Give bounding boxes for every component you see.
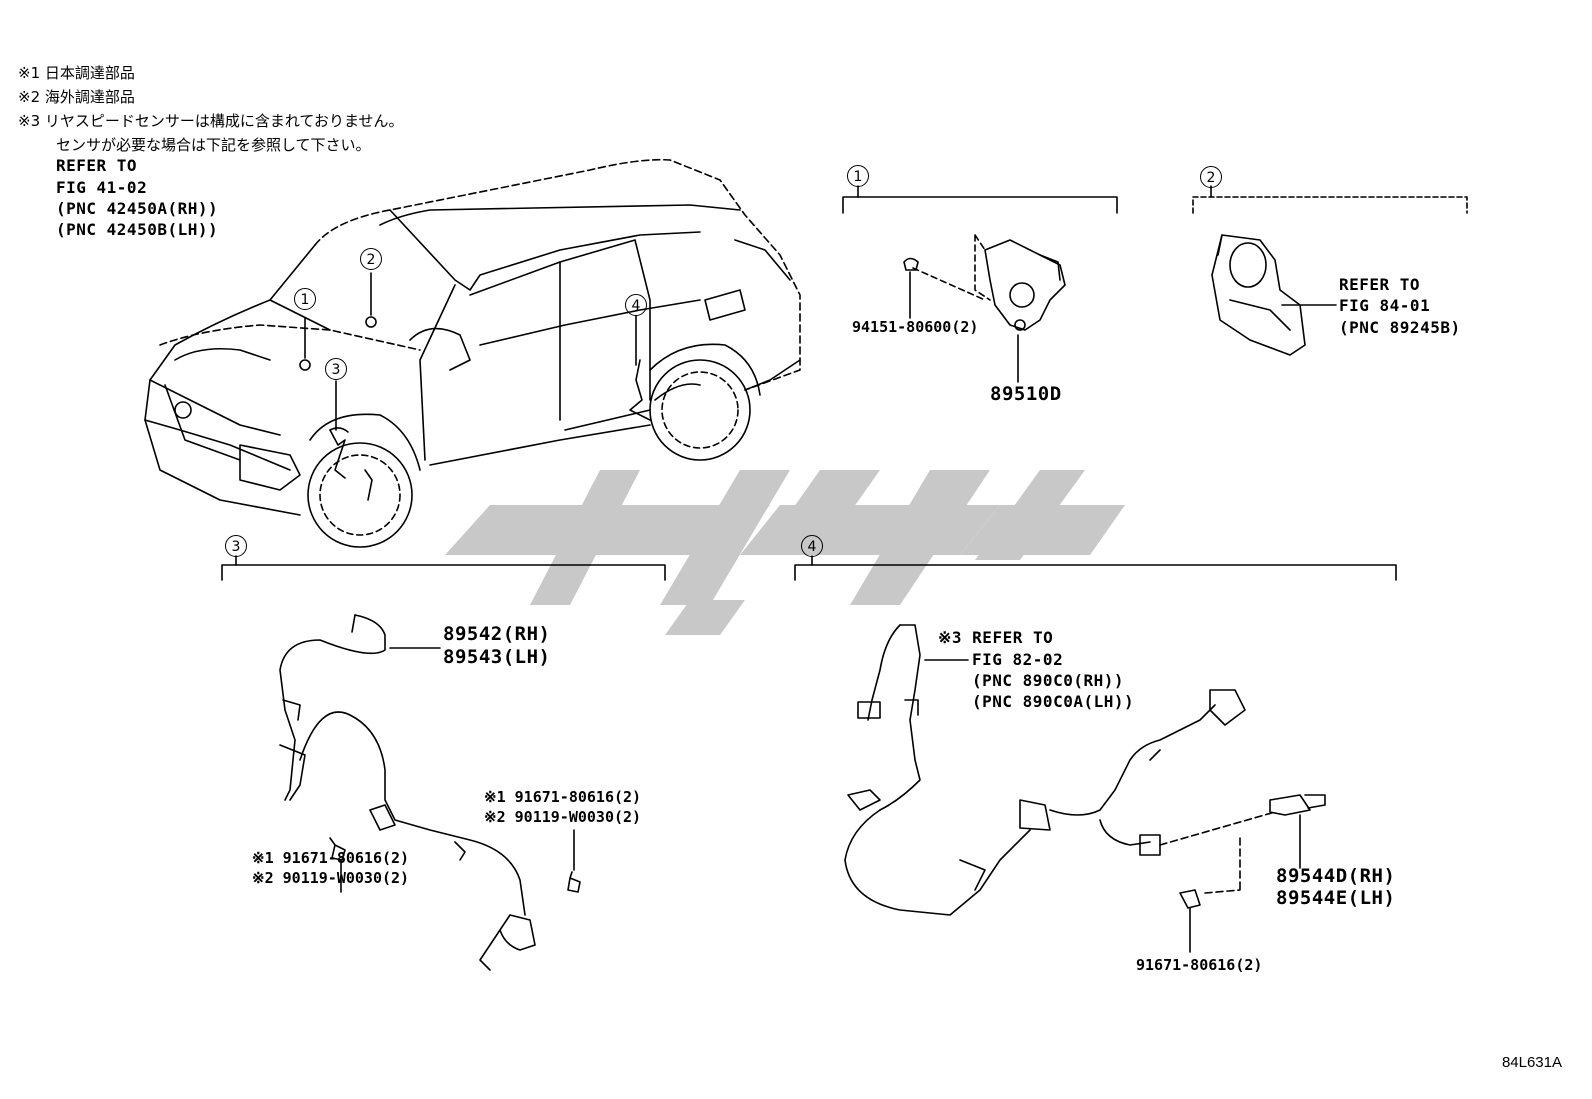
bolt-a-line1: ※1 91671-80616(2) [252,849,410,867]
note-3: ※3 リヤスピードセンサーは構成に含まれておりません。 [18,112,404,130]
callout-1-on-car: 1 [294,288,316,310]
bolt-b-line1: ※1 91671-80616(2) [484,788,642,806]
bolt-b-line2: ※2 90119-W0030(2) [484,808,642,826]
callout-2-on-car: 2 [360,248,382,270]
sensor-mark-1 [299,359,311,371]
bolt-94151-label: 94151-80600(2) [852,318,979,336]
note-fig: FIG 41-02 [56,178,148,197]
group1-bracket [842,196,1118,214]
bolt-94151 [903,257,919,271]
group4-pnc-lh: (PNC 890C0A(LH)) [972,692,1135,711]
part-89542-label: 89542(RH) [443,623,551,645]
callout-4-group: 4 [801,535,823,557]
vehicle-outline [144,158,801,548]
bolt-group3-a [329,837,346,861]
bolt-91671 [1179,889,1201,909]
group2-refer-to: REFER TO [1339,275,1421,294]
group4-fig: FIG 82-02 [972,650,1064,669]
note-pnc-lh: (PNC 42450B(LH)) [56,220,219,239]
part-89510d-label: 89510D [990,383,1062,405]
bolt-a-line2: ※2 90119-W0030(2) [252,869,410,887]
callout-2-group: 2 [1200,166,1222,188]
figure-code: 84L631A [1501,1054,1562,1071]
front-speed-sensor [279,614,536,971]
group2-fig: FIG 84-01 [1339,296,1431,315]
note-1: ※1 日本調達部品 [18,64,135,82]
group4-bracket [794,564,1397,581]
group4-pnc-rh: (PNC 890C0(RH)) [972,671,1124,690]
bolt-group3-b [567,871,581,893]
group2-bracket [1192,196,1468,214]
callout-4-on-car: 4 [625,294,647,316]
callout-3-on-car: 3 [325,358,347,380]
note-refer-to: REFER TO [56,156,138,175]
note-3-continued: センサが必要な場合は下記を参照して下さい。 [56,136,371,154]
yaw-rate-sensor [974,234,1066,331]
part-89544d-label: 89544D(RH) [1276,865,1396,887]
bolt-91671-label: 91671-80616(2) [1136,956,1263,974]
watermark-logo [445,470,1125,635]
note-2: ※2 海外調達部品 [18,88,135,106]
part-89543-label: 89543(LH) [443,646,551,668]
part-89544e-label: 89544E(LH) [1276,887,1396,909]
rear-speed-sensor-harness [844,624,1246,916]
group4-refer-to: ※3 REFER TO [938,628,1054,647]
airbag-sensor-assembly [1211,234,1306,356]
note-pnc-rh: (PNC 42450A(RH)) [56,199,219,218]
sensor-mark-2 [365,316,377,328]
rear-speed-sensor [1269,794,1326,816]
callout-3-group: 3 [225,535,247,557]
group2-pnc: (PNC 89245B) [1339,318,1461,337]
group3-bracket [221,564,666,581]
callout-1-group: 1 [847,165,869,187]
